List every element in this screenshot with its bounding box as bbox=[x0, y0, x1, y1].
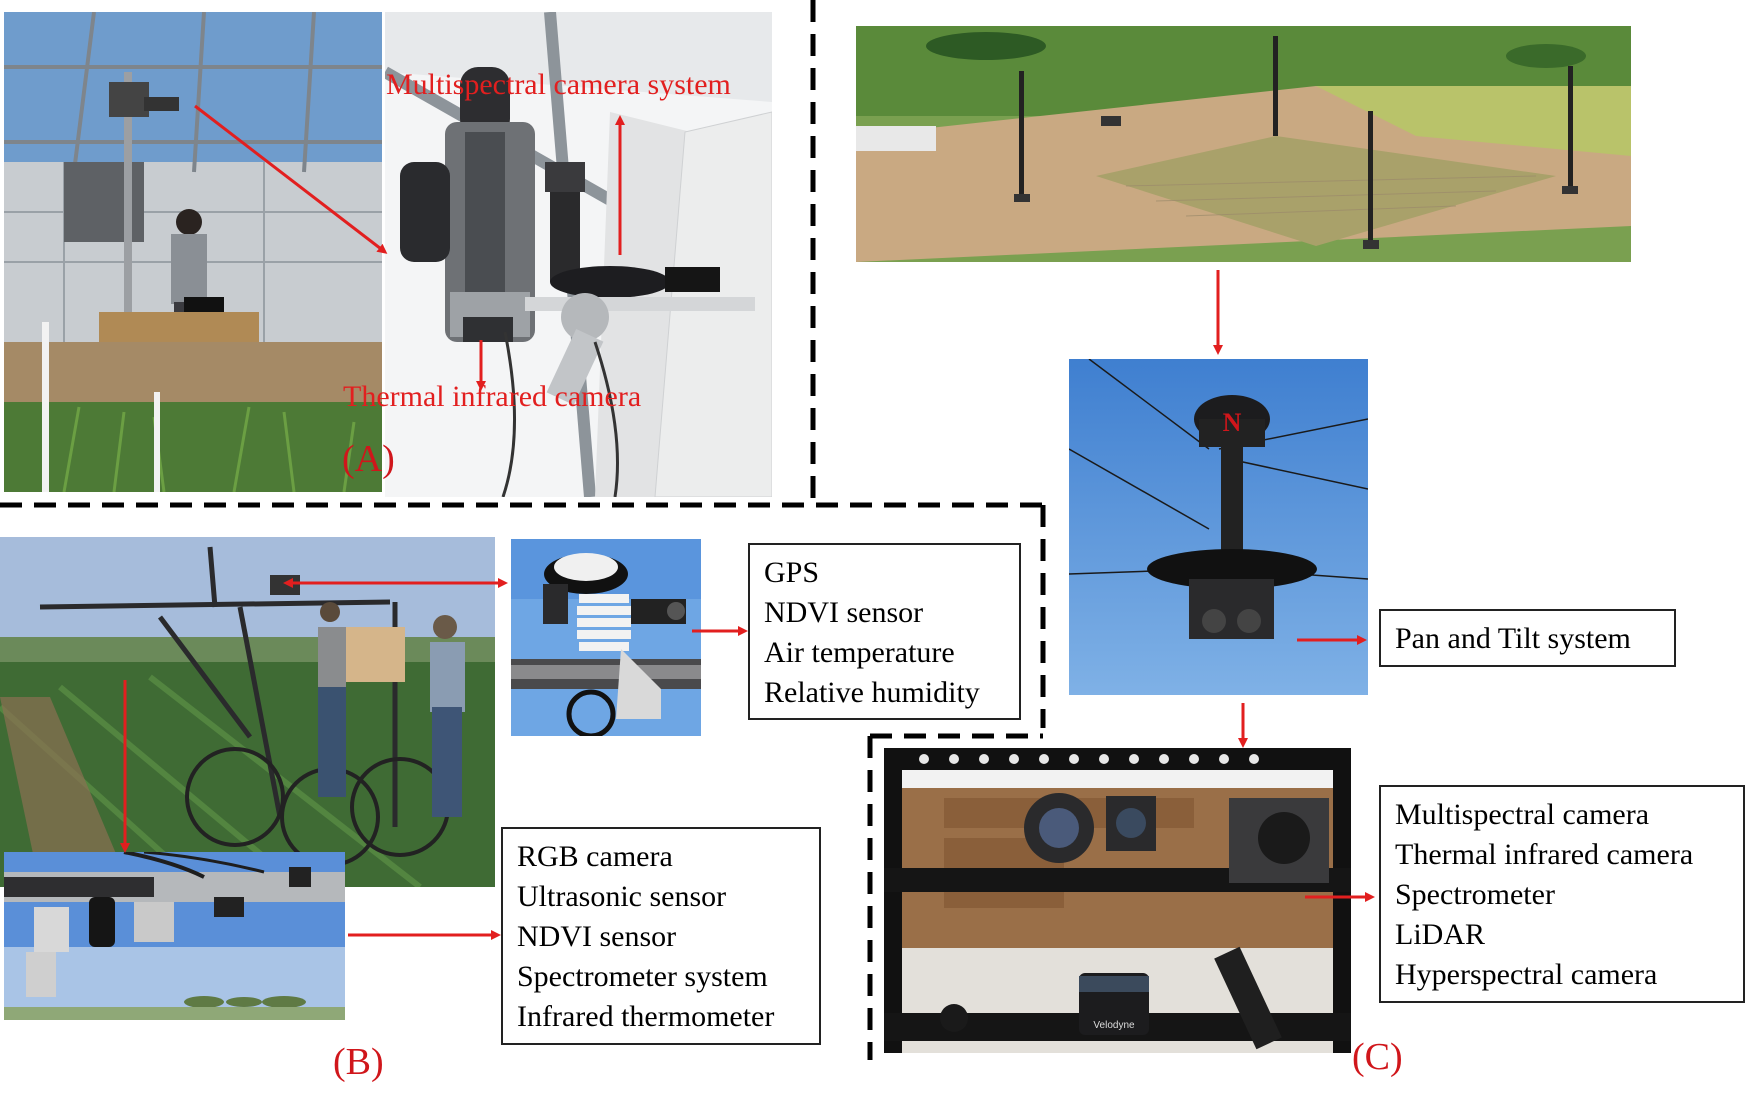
pan-tilt-label: Pan and Tilt system bbox=[1395, 622, 1631, 655]
greenhouse-photo bbox=[4, 12, 382, 492]
panel-b-label: (B) bbox=[333, 1041, 384, 1083]
boom-sensor-item: Spectrometer system bbox=[517, 960, 768, 993]
sensor-head-item: Spectrometer bbox=[1395, 878, 1555, 911]
panel-c-label: (C) bbox=[1352, 1036, 1403, 1078]
weather-sensor-item: Relative humidity bbox=[764, 676, 980, 709]
weather-sensor-item: NDVI sensor bbox=[764, 596, 924, 629]
multispectral-callout-label: Multispectral camera system bbox=[386, 68, 731, 101]
boom-sensor-item: Infrared thermometer bbox=[517, 1000, 775, 1033]
velodyne-brand-text: Velodyne bbox=[1093, 1020, 1135, 1031]
pan-tilt-box: Pan and Tilt system bbox=[1379, 609, 1676, 667]
camera-closeup-photo bbox=[385, 12, 772, 497]
sensor-head-item: Multispectral camera bbox=[1395, 798, 1650, 831]
boom-sensor-item: RGB camera bbox=[517, 840, 673, 873]
sensor-head-item: Thermal infrared camera bbox=[1395, 838, 1694, 871]
sensor-head-item: Hyperspectral camera bbox=[1395, 958, 1658, 991]
boom-sensor-item: NDVI sensor bbox=[517, 920, 677, 953]
weather-sensor-item: Air temperature bbox=[764, 636, 955, 669]
sensor-head-item: LiDAR bbox=[1395, 918, 1485, 951]
weather-sensors-box: GPS NDVI sensor Air temperature Relative… bbox=[748, 543, 1021, 720]
nebraska-logo: N bbox=[1223, 408, 1242, 437]
boom-sensor-item: Ultrasonic sensor bbox=[517, 880, 727, 913]
weather-sensor-photo bbox=[511, 539, 701, 736]
field-aerial-photo bbox=[856, 26, 1631, 262]
panel-a-label: (A) bbox=[342, 438, 395, 480]
boom-sensors-box: RGB camera Ultrasonic sensor NDVI sensor… bbox=[501, 827, 821, 1045]
weather-sensor-item: GPS bbox=[764, 556, 820, 589]
thermal-callout-label: Thermal infrared camera bbox=[343, 380, 642, 413]
sensor-head-box: Multispectral camera Thermal infrared ca… bbox=[1379, 785, 1745, 1003]
sensor-boom-photo bbox=[4, 852, 345, 1020]
sensor-head-photo: Velodyne bbox=[884, 748, 1351, 1053]
field-bike-photo bbox=[0, 537, 495, 887]
cable-robot-photo: N bbox=[1069, 359, 1368, 695]
